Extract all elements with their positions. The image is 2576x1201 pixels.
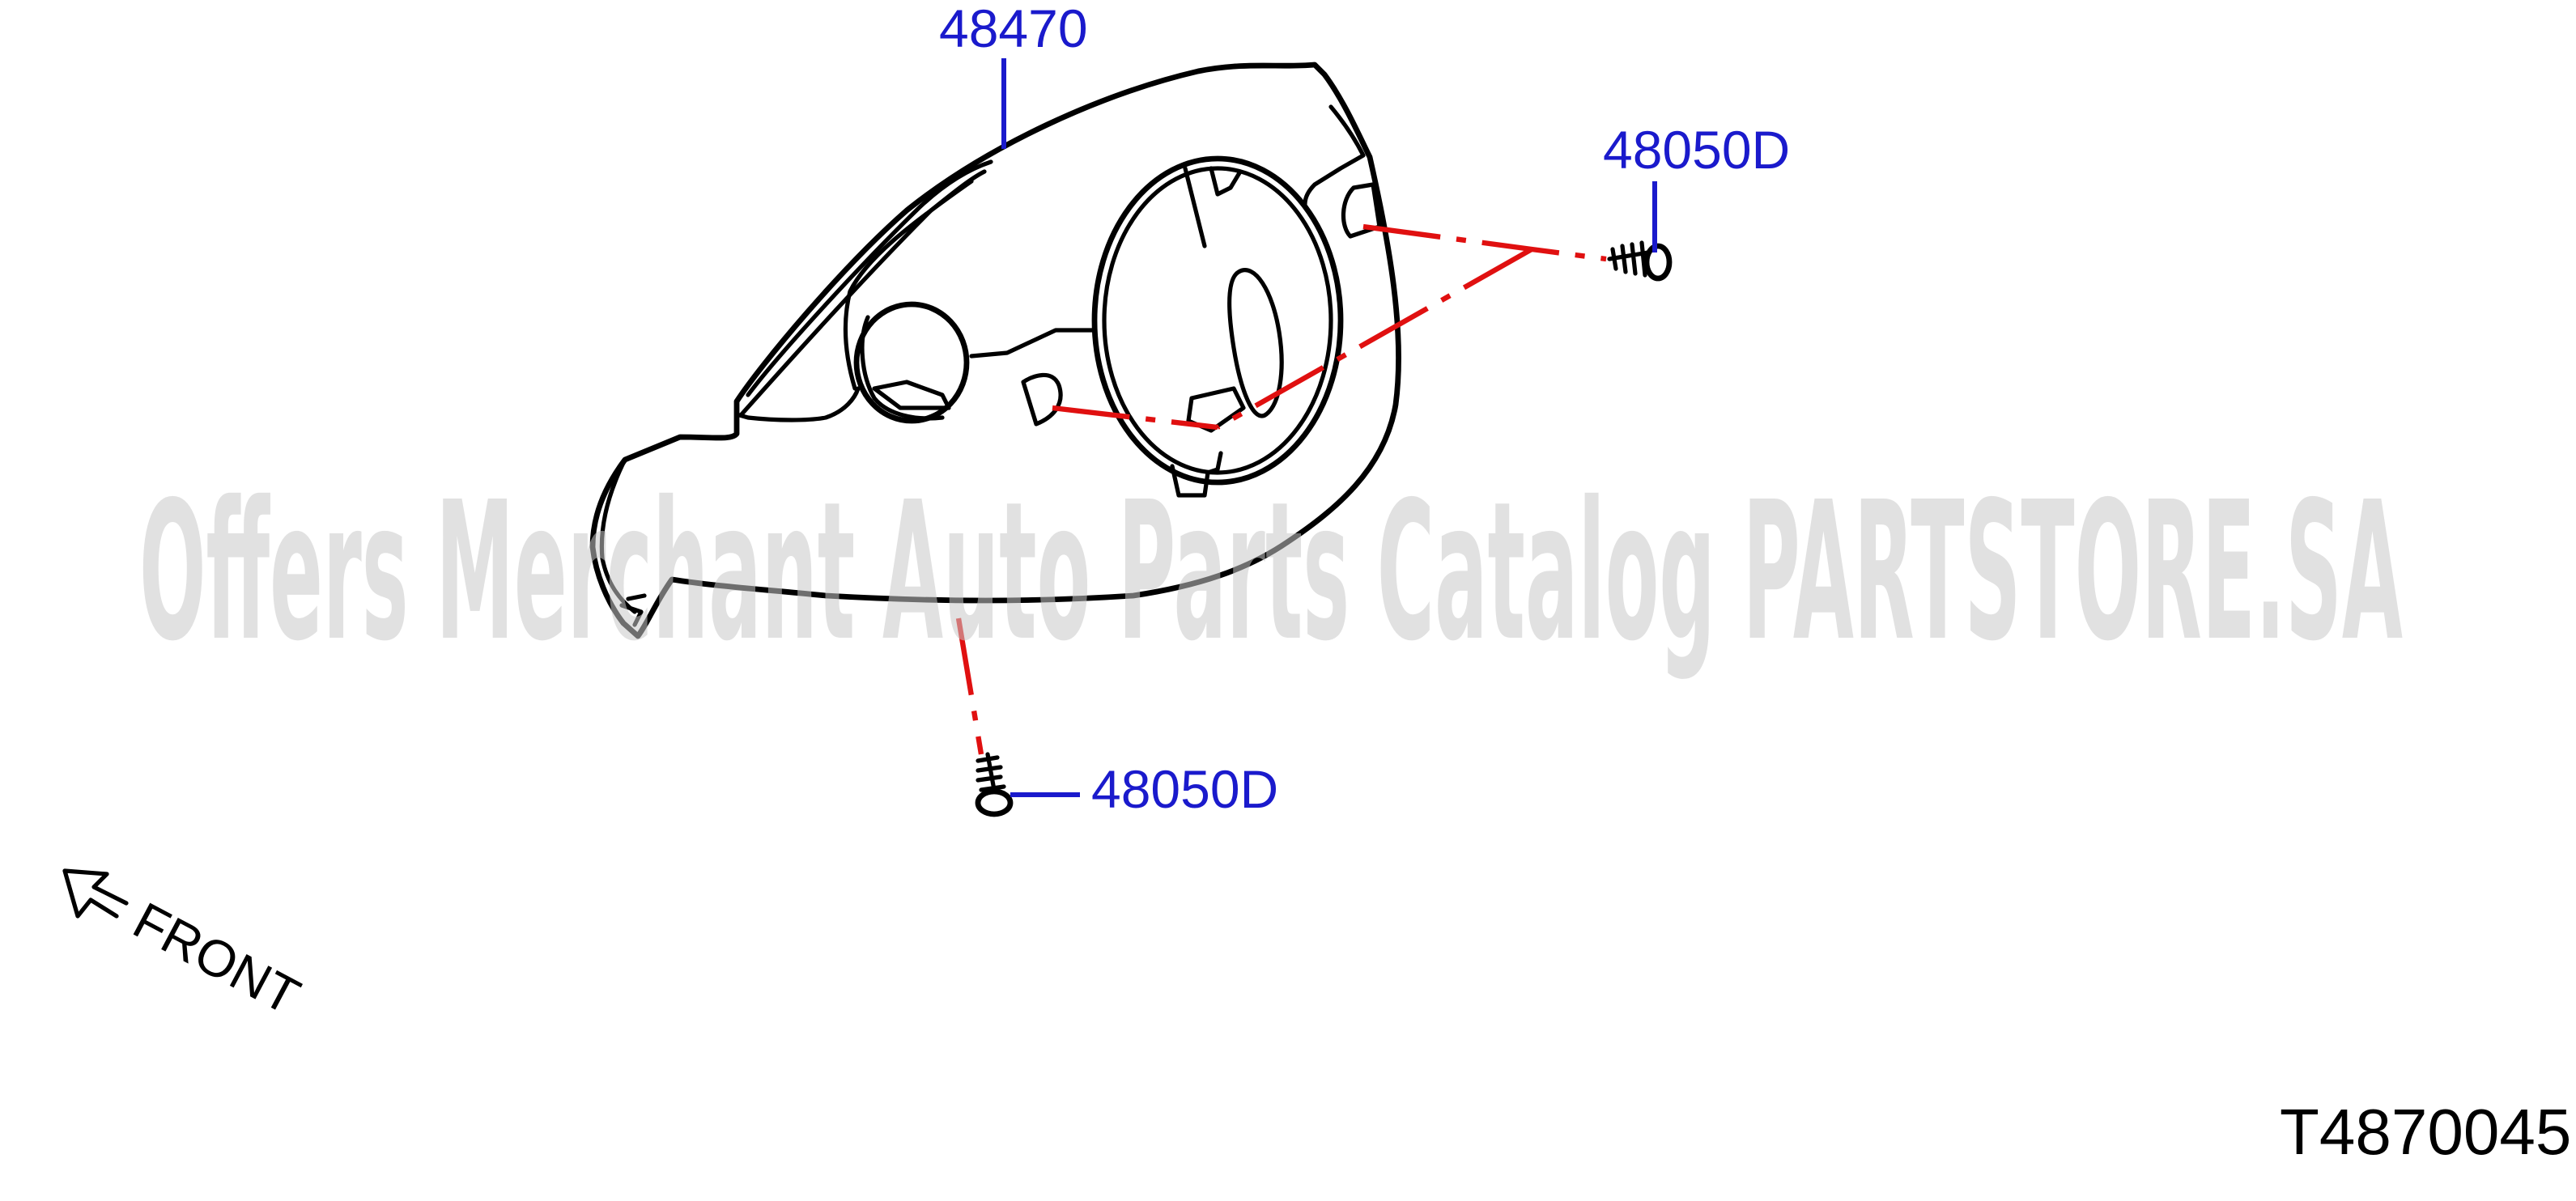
assembly-line-lower-screw: [955, 617, 984, 755]
cover-shelf: [969, 328, 1097, 359]
screw-upper-threads: [1607, 240, 1651, 278]
diagram-code: T4870045: [2280, 1096, 2571, 1168]
assembly-line-left-boss: [1052, 405, 1218, 431]
front-indicator: FRONT: [62, 868, 309, 1026]
cover-main-opening: [1091, 155, 1344, 486]
steering-column-cover-drawing: [589, 62, 1401, 639]
cover-inner-ridge: [843, 179, 974, 391]
cover-lower-lip: [599, 457, 637, 614]
leader-lines: [1001, 58, 1657, 797]
cover-opening-slot: [1186, 386, 1246, 433]
cover-opening-tab-bottom: [1170, 451, 1223, 498]
cover-right-flange: [1303, 104, 1366, 206]
assembly-lines: [955, 223, 1607, 755]
screw-upper-head: [1643, 243, 1673, 282]
watermark-text: Offers Merchant Auto Parts Catalog PARTS…: [139, 460, 2403, 683]
screw-upper-right: [1607, 240, 1673, 282]
cover-side-opening-detail: [872, 380, 951, 410]
screw-lower-threads: [976, 752, 1006, 792]
screw-lower-head: [975, 788, 1014, 817]
callout-48050d-upper[interactable]: 48050D: [1603, 120, 1790, 180]
assembly-line-cross: [1216, 247, 1533, 430]
cover-upper-rim-inner: [739, 169, 987, 417]
cover-opening-tab-top: [1183, 166, 1243, 248]
cover-main-opening-inner: [1102, 166, 1333, 475]
cover-outer-outline: [589, 62, 1401, 639]
callout-48470[interactable]: 48470: [939, 0, 1088, 58]
front-label: FRONT: [124, 891, 308, 1026]
cover-upper-rim: [746, 159, 993, 397]
assembly-line-upper-screw: [1362, 223, 1607, 262]
screw-lower: [975, 752, 1014, 817]
front-arrow-icon: [62, 868, 129, 919]
cover-side-opening: [853, 301, 970, 424]
callout-48050d-lower[interactable]: 48050D: [1091, 759, 1278, 819]
cover-side-opening-inner: [860, 315, 945, 421]
cover-opening-inner-shape: [1227, 268, 1284, 418]
cover-screw-boss-left: [1021, 372, 1063, 427]
cover-bottom-clip: [619, 593, 647, 627]
cover-left-edge: [734, 386, 861, 422]
